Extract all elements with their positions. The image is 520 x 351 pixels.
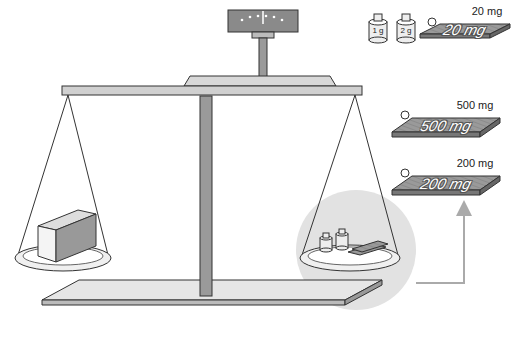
weight-label: 1 g	[372, 27, 383, 35]
mass-label: 500 mg	[457, 100, 494, 111]
mass-label: 20 mg	[472, 6, 503, 17]
plate-label: 200 mg	[419, 176, 473, 191]
plate-label: 500 mg	[419, 118, 473, 133]
weight-label: 2 g	[400, 27, 411, 35]
zoom-arrow	[416, 208, 464, 283]
plate-label: 20 mg	[442, 22, 488, 37]
mass-label: 200 mg	[457, 158, 494, 169]
